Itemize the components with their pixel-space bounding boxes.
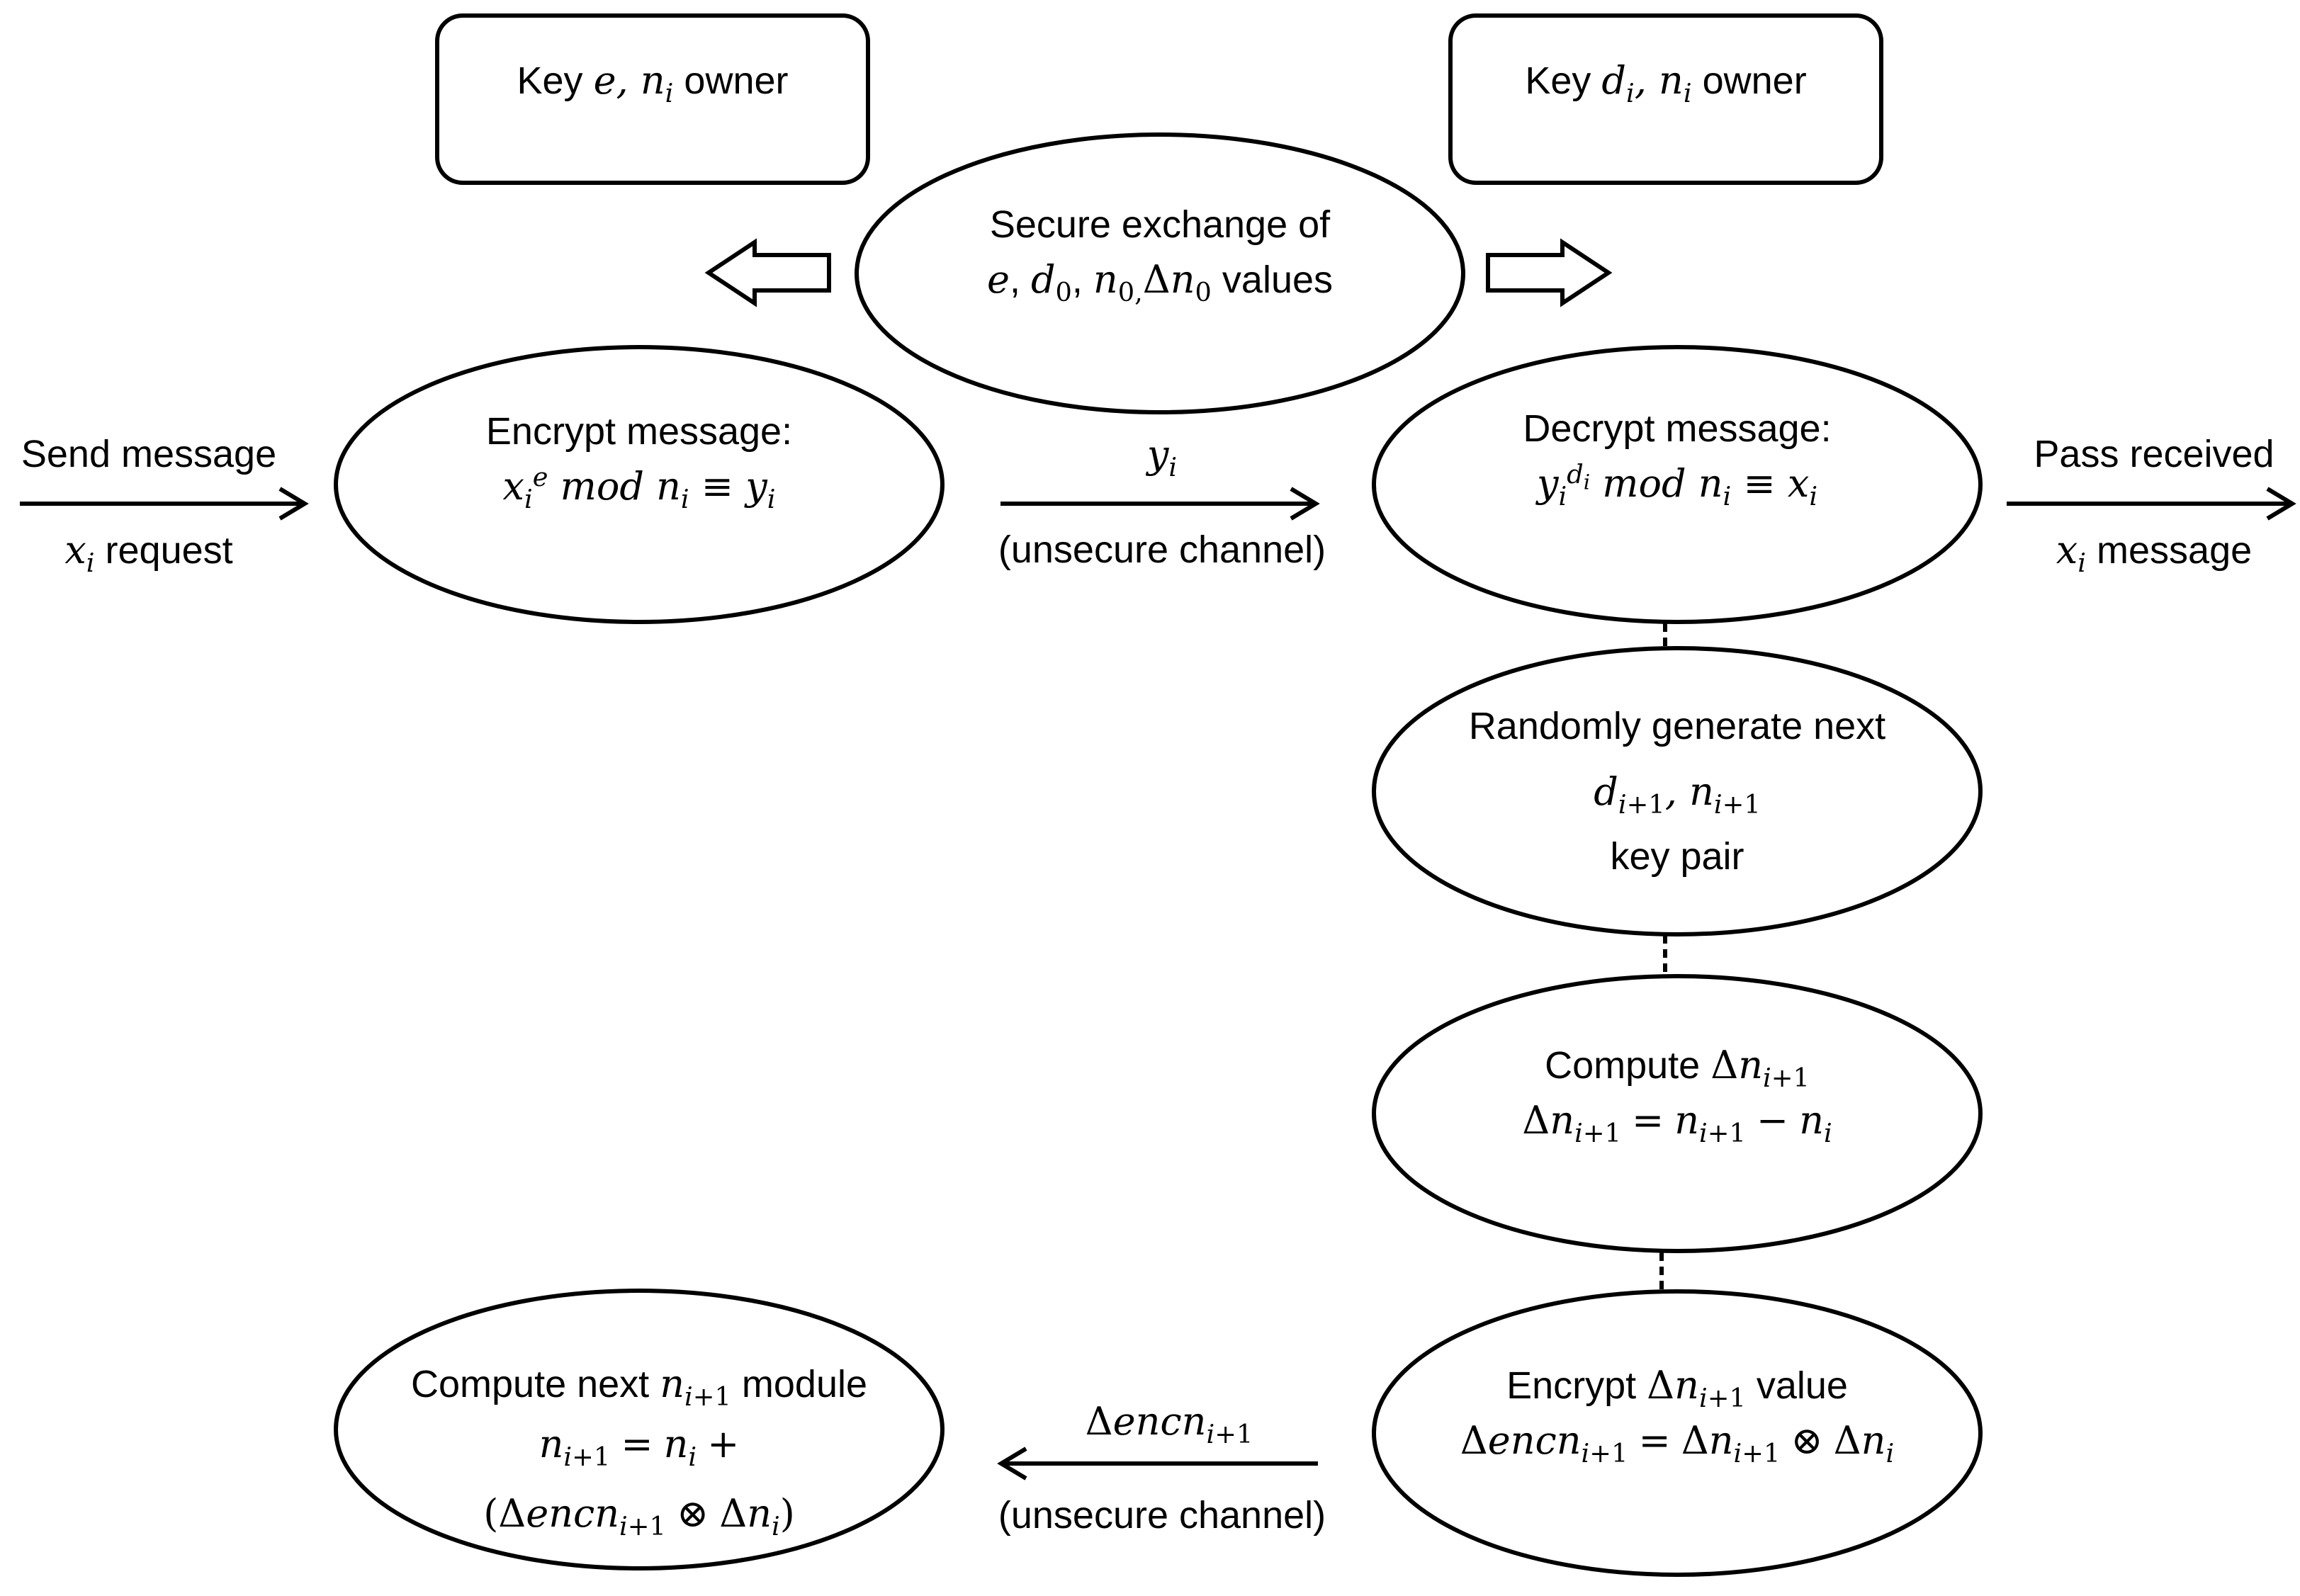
secure-exchange-ellipse xyxy=(855,132,1465,414)
encrypt-delta-suffix: value xyxy=(1756,1364,1848,1407)
keygen-line3: key pair xyxy=(1610,834,1744,878)
channel-bottom-var: Δencni+1 xyxy=(1085,1399,1253,1449)
encrypt-delta-title: Encrypt Δni+1 value xyxy=(1506,1363,1848,1413)
compute-module-suffix: module xyxy=(741,1363,867,1405)
channel-top-var: yi xyxy=(1146,432,1178,482)
send-request-text: request xyxy=(105,529,233,572)
secure-exchange-label: Secure exchange of e, d0, n0,Δn0 values xyxy=(857,197,1463,308)
receiver-owner-sub-2: i xyxy=(1683,77,1692,108)
pass-message-text: message xyxy=(2097,529,2253,572)
compute-delta-title-text: Compute xyxy=(1545,1044,1701,1087)
channel-bottom-note: (unsecure channel) xyxy=(998,1494,1326,1536)
compute-delta-title: Compute Δni+1 xyxy=(1545,1043,1810,1093)
secure-exchange-line1: Secure exchange of xyxy=(989,203,1331,246)
receiver-owner-var-n: , n xyxy=(1634,58,1684,103)
encrypt-label: Encrypt message: xie mod ni ≡ yi xyxy=(336,404,942,515)
hollow-arrow-right xyxy=(1486,238,1613,307)
arrow-send-in xyxy=(20,487,309,521)
decrypt-ellipse xyxy=(1372,345,1983,624)
decrypt-formula: yidi mod ni ≡ xi xyxy=(1536,459,1818,512)
compute-module-ellipse xyxy=(334,1289,945,1570)
keygen-line1: Randomly generate next xyxy=(1468,705,1886,747)
pass-received-label: Pass received xyxy=(2034,433,2274,475)
send-message-label: Send message xyxy=(21,433,277,475)
encrypt-delta-title-text: Encrypt xyxy=(1506,1364,1637,1407)
decrypt-title: Decrypt message: xyxy=(1523,407,1832,450)
sender-owner-vars: e, n xyxy=(593,58,665,103)
encrypt-delta-label: Encrypt Δni+1 value Δencni+1 = Δni+1 ⊗ Δ… xyxy=(1374,1358,1980,1469)
keygen-ellipse xyxy=(1372,646,1983,936)
secure-exchange-line2: e, d0, n0,Δn0 values xyxy=(986,257,1334,308)
compute-module-label: Compute next ni+1 module ni+1 = ni + (Δe… xyxy=(336,1354,942,1544)
encrypt-formula: xie mod ni ≡ yi xyxy=(502,462,776,515)
sender-owner-box xyxy=(435,13,870,185)
decrypt-label: Decrypt message: yidi mod ni ≡ xi xyxy=(1374,401,1980,512)
receiver-owner-var-d: d xyxy=(1601,58,1626,103)
receiver-owner-box xyxy=(1448,13,1883,185)
compute-delta-ellipse xyxy=(1372,974,1983,1253)
keygen-label: Randomly generate next di+1, ni+1 key pa… xyxy=(1374,694,1980,889)
sender-owner-prefix: Key xyxy=(517,60,583,102)
sender-owner-suffix: owner xyxy=(684,60,789,102)
encrypt-delta-ellipse xyxy=(1372,1289,1983,1577)
encrypt-delta-formula: Δencni+1 = Δni+1 ⊗ Δni xyxy=(1460,1418,1895,1469)
sender-owner-label: Key e, ni owner xyxy=(437,53,868,108)
encrypt-ellipse xyxy=(334,345,945,624)
compute-delta-label: Compute Δni+1 Δni+1 = ni+1 − ni xyxy=(1374,1038,1980,1149)
channel-top-note: (unsecure channel) xyxy=(998,528,1326,571)
compute-delta-formula: Δni+1 = ni+1 − ni xyxy=(1522,1098,1832,1149)
send-request-label: xi request xyxy=(64,528,233,578)
compute-module-formula-1: ni+1 = ni + xyxy=(539,1421,740,1472)
arrow-channel-top xyxy=(1000,487,1320,521)
arrow-channel-bottom xyxy=(997,1447,1318,1481)
receiver-owner-label: Key di, ni owner xyxy=(1450,53,1881,108)
arrow-pass-out xyxy=(2007,487,2296,521)
compute-module-title-text: Compute next xyxy=(411,1363,650,1405)
receiver-owner-sub-1: i xyxy=(1625,77,1635,108)
compute-module-title: Compute next ni+1 module xyxy=(411,1362,867,1412)
pass-message-label: xi message xyxy=(2056,528,2253,578)
receiver-owner-suffix: owner xyxy=(1702,60,1807,102)
secure-exchange-suffix: values xyxy=(1222,259,1334,302)
receiver-owner-prefix: Key xyxy=(1525,60,1591,102)
hollow-arrow-left xyxy=(704,238,831,307)
encrypt-title: Encrypt message: xyxy=(485,410,793,453)
compute-module-formula-2: (Δencni+1 ⊗ Δni) xyxy=(483,1491,795,1542)
sender-owner-sub: i xyxy=(665,77,674,108)
keygen-line2: di+1, ni+1 xyxy=(1594,769,1761,820)
